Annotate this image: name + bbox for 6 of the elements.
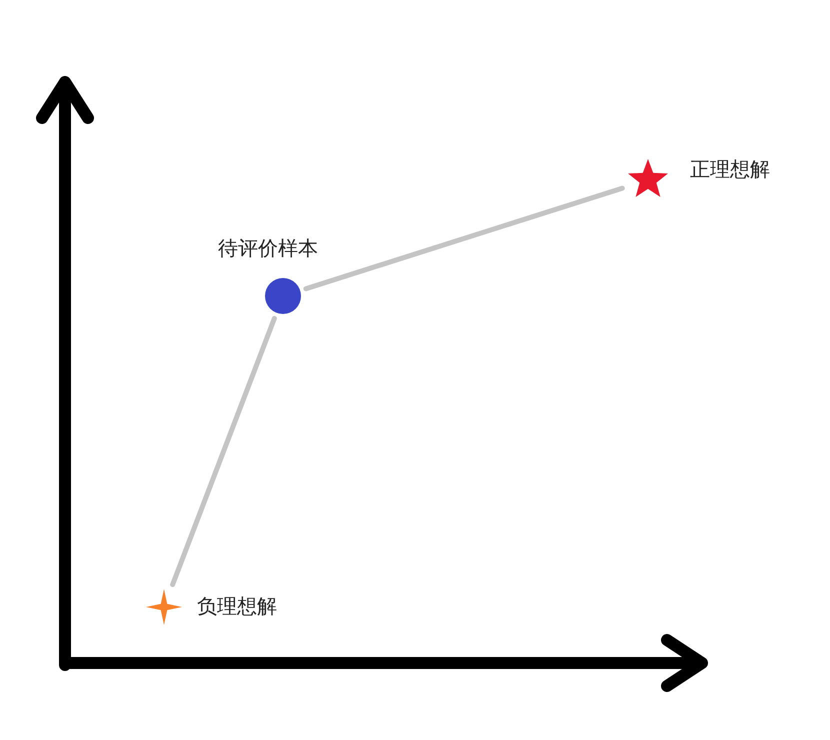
point-label: 正理想解 (690, 159, 770, 179)
point-label: 待评价样本 (218, 238, 318, 258)
sparkle-star (146, 589, 182, 625)
sample-dot (265, 278, 301, 314)
point-label: 负理想解 (197, 596, 277, 616)
connector-line (170, 316, 277, 588)
